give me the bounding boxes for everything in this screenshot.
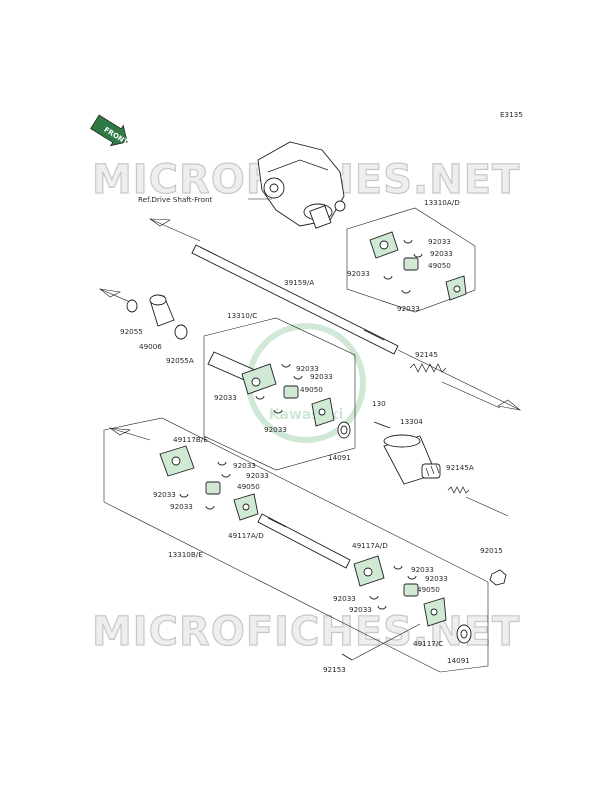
spring-92145 [409, 363, 501, 409]
watermark-bottom: MICROFICHES.NET [92, 609, 520, 655]
propeller-shaft-middle [207, 351, 335, 427]
boot-parts [98, 288, 188, 340]
clip-icon [377, 605, 387, 610]
clip-icon [407, 575, 417, 580]
clip-icon [205, 505, 215, 510]
label-92033: 92033 [397, 304, 420, 313]
label-92033: 92033 [246, 471, 269, 480]
callout-box-13310BE [103, 417, 489, 673]
label-39159A: 39159/A [284, 278, 314, 287]
label-13310AD: 13310A/D [424, 198, 460, 207]
clip-icon [413, 253, 423, 258]
label-49117AD: 49117A/D [228, 531, 264, 540]
clip-icon [401, 289, 411, 294]
guide-arrow-icon [108, 427, 132, 436]
clip-icon [393, 565, 403, 570]
label-92033: 92033 [153, 490, 176, 499]
label-49050: 49050 [428, 261, 451, 270]
label-49050: 49050 [237, 482, 260, 491]
label-14091: 14091 [447, 656, 470, 665]
label-92033: 92033 [310, 372, 333, 381]
washer-14091 [456, 624, 472, 644]
label-49117BE: 49117B/E [173, 435, 208, 444]
front-differential-housing [257, 141, 346, 229]
clip-icon [179, 493, 189, 498]
label-13310BE: 13310B/E [168, 550, 203, 559]
label-92033: 92033 [214, 393, 237, 402]
clip-icon [383, 275, 393, 280]
label-92145: 92145 [415, 350, 438, 359]
label-92033: 92033 [170, 502, 193, 511]
label-92033: 92033 [349, 605, 372, 614]
label-92033: 92033 [425, 574, 448, 583]
clip-icon [293, 375, 303, 380]
clip-icon [217, 461, 227, 466]
label-14091: 14091 [328, 453, 351, 462]
bolt-92153 [341, 623, 421, 661]
housing-13304 [337, 421, 441, 485]
label-92055: 92055 [120, 327, 143, 336]
label-49117AD: 49117A/D [352, 541, 388, 550]
propeller-shaft-lower [159, 445, 447, 627]
front-arrow-icon: FRONT [90, 114, 130, 147]
label-92033: 92033 [296, 364, 319, 373]
label-13304: 13304 [400, 417, 423, 426]
label-92033: 92033 [333, 594, 356, 603]
label-92033: 92033 [233, 461, 256, 470]
callout-box-13310C [203, 317, 356, 471]
clip-icon [403, 239, 413, 244]
label-92055A: 92055A [166, 356, 194, 365]
label-49117C: 49117/C [413, 639, 443, 648]
label-130: 130 [372, 399, 386, 408]
clip-icon [369, 595, 379, 600]
callout-box-13310AD [346, 207, 476, 313]
label-13310C: 13310/C [227, 311, 257, 320]
label-92145A: 92145A [446, 463, 474, 472]
shaft-39159A [148, 218, 522, 411]
label-49050: 49050 [300, 385, 323, 394]
label-92033: 92033 [411, 565, 434, 574]
label-ref-drive-shaft-front: Ref.Drive Shaft-Front [138, 195, 213, 204]
label-92153: 92153 [323, 665, 346, 674]
clip-icon [281, 363, 291, 368]
label-92033: 92033 [428, 237, 451, 246]
clip-icon [255, 395, 265, 400]
clip-icon [221, 473, 231, 478]
label-92033: 92033 [264, 425, 287, 434]
clip-icon [273, 409, 283, 414]
spring-92145A [447, 486, 509, 517]
nut-92015 [489, 569, 507, 586]
label-49006: 49006 [139, 342, 162, 351]
universal-joint-top [369, 231, 467, 301]
label-92033: 92033 [347, 269, 370, 278]
label-49050: 49050 [417, 585, 440, 594]
label-92033: 92033 [430, 249, 453, 258]
label-92015: 92015 [480, 546, 503, 555]
diagram-code: E3135 [500, 110, 523, 119]
guide-line [109, 427, 151, 441]
